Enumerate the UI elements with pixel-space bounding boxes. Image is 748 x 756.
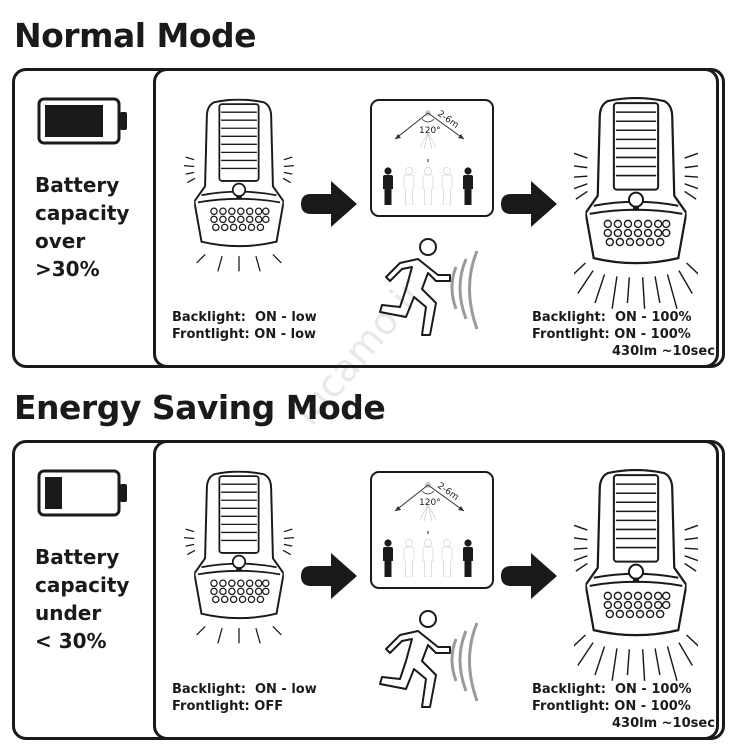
- lamp-low-illustration: [184, 98, 294, 273]
- after-status: Backlight: ON - 100% Frontlight: ON - 100…: [532, 309, 720, 360]
- frontlight-status: Frontlight: ON - 100%: [532, 699, 691, 714]
- battery-low-icon: [37, 469, 127, 517]
- capacity-line: over: [35, 229, 86, 253]
- sensor-angle-label: 120°: [419, 498, 441, 508]
- capacity-line: >30%: [35, 257, 100, 281]
- running-person-icon: [378, 609, 479, 709]
- sensor-range-diagram: 2-6m 120°: [370, 471, 494, 589]
- arrow-right-icon: [501, 181, 557, 227]
- battery-level-fill: [45, 105, 103, 137]
- backlight-status: Backlight: ON - low: [172, 310, 317, 325]
- frontlight-status: Frontlight: ON - low: [172, 327, 317, 342]
- normal-mode-panel: Battery capacity over >30% 2-6m 120° Bac…: [12, 68, 725, 368]
- lamp-bright-illustration: [574, 97, 698, 310]
- battery-full-icon: [37, 97, 127, 145]
- battery-capacity-text: Battery capacity under < 30%: [35, 543, 129, 655]
- energy-saving-mode-panel: Battery capacity under < 30% 2-6m 120° B…: [12, 440, 725, 740]
- frontlight-status: Frontlight: OFF: [172, 699, 284, 714]
- capacity-line: capacity: [35, 201, 130, 225]
- backlight-status: Backlight: ON - 100%: [532, 310, 692, 325]
- lumen-note: 430lm ~10sec.: [612, 344, 720, 359]
- battery-level-fill: [45, 477, 62, 509]
- arrow-right-icon: [301, 181, 357, 227]
- capacity-line: < 30%: [35, 629, 107, 653]
- backlight-status: Backlight: ON - low: [172, 682, 317, 697]
- battery-capacity-text: Battery capacity over >30%: [35, 171, 129, 283]
- lamp-bright-illustration: [574, 469, 698, 682]
- capacity-line: Battery: [35, 173, 120, 197]
- normal-mode-title: Normal Mode: [14, 16, 257, 55]
- capacity-line: capacity: [35, 573, 130, 597]
- sensor-range-diagram: 2-6m 120°: [370, 99, 494, 217]
- capacity-line: under: [35, 601, 102, 625]
- lumen-note: 430lm ~10sec.: [612, 716, 720, 731]
- arrow-right-icon: [301, 553, 357, 599]
- frontlight-status: Frontlight: ON - 100%: [532, 327, 691, 342]
- sensor-angle-label: 120°: [419, 126, 441, 136]
- arrow-right-icon: [501, 553, 557, 599]
- energy-saving-mode-title: Energy Saving Mode: [14, 388, 386, 427]
- running-person-icon: [378, 237, 479, 337]
- after-status: Backlight: ON - 100% Frontlight: ON - 100…: [532, 681, 720, 732]
- lamp-low-illustration: [184, 470, 294, 645]
- backlight-status: Backlight: ON - 100%: [532, 682, 692, 697]
- capacity-line: Battery: [35, 545, 120, 569]
